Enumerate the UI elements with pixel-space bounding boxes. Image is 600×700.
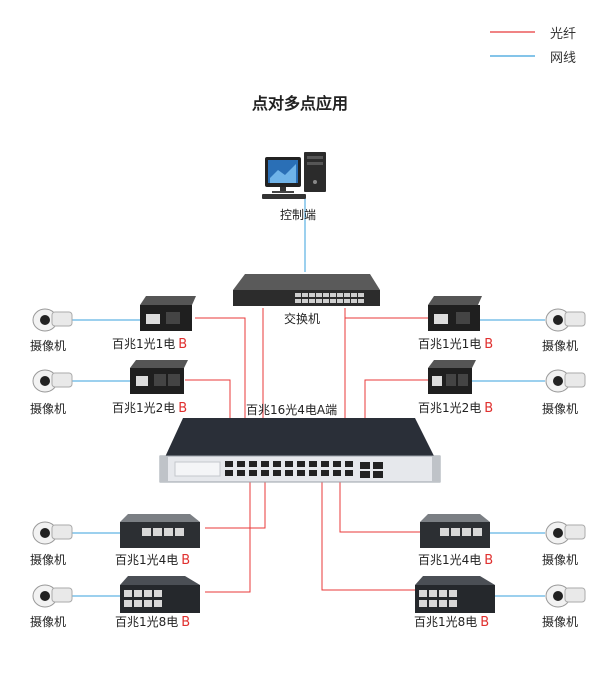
camera-left-4-icon bbox=[32, 584, 73, 608]
camera-right-label-3: 摄像机 bbox=[542, 553, 579, 567]
converter-left-2-icon bbox=[130, 360, 188, 394]
central-fiber-switch-icon bbox=[159, 418, 441, 483]
b-suffix: B bbox=[484, 401, 494, 416]
switch-label: 交换机 bbox=[284, 312, 321, 326]
legend-cable-label: 网线 bbox=[550, 51, 577, 66]
legend-fiber-label: 光纤 bbox=[550, 27, 577, 42]
converter-left-1-icon bbox=[140, 296, 196, 331]
fiber-cables bbox=[185, 308, 428, 593]
converter-left-8-icon bbox=[120, 576, 200, 613]
b-suffix: B bbox=[181, 615, 191, 630]
converter-right-2-icon bbox=[428, 360, 476, 394]
b-suffix: B bbox=[484, 337, 494, 352]
left-device-name-3: 百兆1光4电 bbox=[115, 553, 179, 567]
b-suffix: B bbox=[484, 553, 494, 568]
converter-right-8-icon bbox=[415, 576, 495, 613]
left-device-name-2: 百兆1光2电 bbox=[112, 401, 176, 415]
central-label: 百兆16光4电A端 bbox=[246, 403, 338, 417]
camera-left-3-icon bbox=[32, 521, 73, 545]
camera-left-1-icon bbox=[32, 308, 73, 332]
b-suffix: B bbox=[178, 337, 188, 352]
camera-right-label-1: 摄像机 bbox=[542, 339, 579, 353]
b-suffix: B bbox=[181, 553, 191, 568]
camera-left-label-4: 摄像机 bbox=[30, 615, 67, 629]
camera-right-3-icon bbox=[545, 521, 586, 545]
page-title: 点对多点应用 bbox=[251, 94, 348, 113]
right-device-name-1: 百兆1光1电 bbox=[418, 337, 482, 351]
camera-right-2-icon bbox=[545, 369, 586, 393]
network-cables bbox=[70, 196, 545, 597]
right-device-name-3: 百兆1光4电 bbox=[418, 553, 482, 567]
converter-right-4-icon bbox=[420, 514, 490, 548]
camera-right-4-icon bbox=[545, 584, 586, 608]
camera-right-label-4: 摄像机 bbox=[542, 615, 579, 629]
control-label: 控制端 bbox=[280, 208, 317, 222]
left-device-name-1: 百兆1光1电 bbox=[112, 337, 176, 351]
right-device-name-4: 百兆1光8电 bbox=[414, 615, 478, 629]
camera-right-1-icon bbox=[545, 308, 586, 332]
b-suffix: B bbox=[178, 401, 188, 416]
computer-icon bbox=[262, 152, 326, 199]
converter-left-4-icon bbox=[120, 514, 200, 548]
camera-left-label-1: 摄像机 bbox=[30, 339, 67, 353]
right-device-name-2: 百兆1光2电 bbox=[418, 401, 482, 415]
converter-right-1-icon bbox=[428, 296, 482, 331]
camera-left-label-2: 摄像机 bbox=[30, 402, 67, 416]
b-suffix: B bbox=[480, 615, 490, 630]
switch-icon bbox=[233, 274, 380, 306]
camera-right-label-2: 摄像机 bbox=[542, 402, 579, 416]
camera-left-2-icon bbox=[32, 369, 73, 393]
left-device-name-4: 百兆1光8电 bbox=[115, 615, 179, 629]
camera-left-label-3: 摄像机 bbox=[30, 553, 67, 567]
